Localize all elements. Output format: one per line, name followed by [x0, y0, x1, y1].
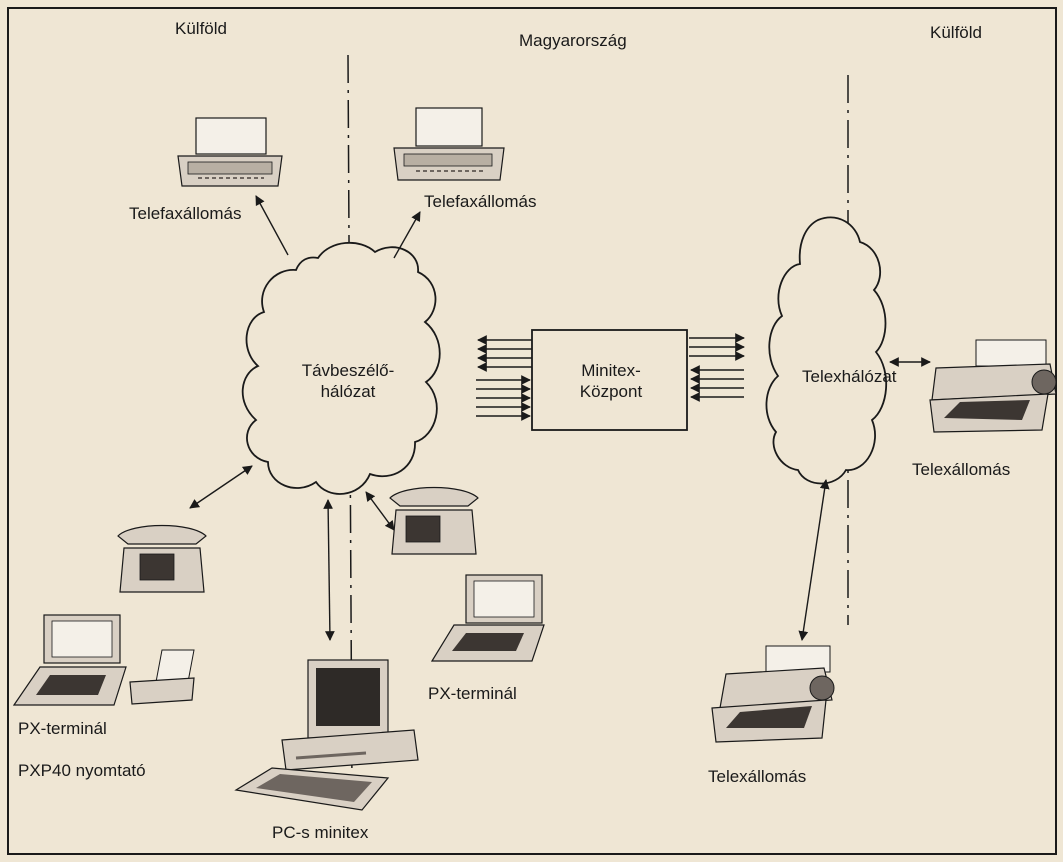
left-connection-arrows [476, 335, 532, 421]
telephone-icon [117, 524, 207, 593]
telephone-icon [389, 486, 479, 555]
teleprinter-icon [929, 339, 1057, 433]
fax-machine-icon [393, 107, 505, 181]
minitex-center-line2: Központ [579, 382, 643, 402]
laptop-terminal-icon [12, 614, 127, 706]
telex-bottom-label: Telexállomás [708, 767, 807, 786]
right-connection-arrows [689, 333, 745, 402]
telex-right-label: Telexállomás [912, 460, 1011, 479]
fax-machine-icon [177, 117, 283, 187]
desktop-pc-icon [234, 659, 419, 811]
region-label-center: Magyarország [519, 31, 627, 50]
phone-network-line2: hálózat [320, 382, 376, 402]
device-arrows [189, 195, 931, 641]
minitex-center-label: Minitex- Központ [580, 360, 642, 403]
fax-left-label: Telefaxállomás [129, 204, 242, 223]
laptop-terminal-icon [430, 574, 545, 662]
region-label-right: Külföld [930, 23, 982, 42]
phone-network-line1: Távbeszélő- [301, 361, 395, 380]
px-terminal-mid-label: PX-terminál [428, 684, 517, 703]
printer-icon [129, 649, 195, 705]
fax-mid-label: Telefaxállomás [424, 192, 537, 211]
phone-network-label: Távbeszélő- hálózat [302, 360, 395, 403]
telex-network-cloud [765, 216, 888, 485]
region-label-left: Külföld [175, 19, 227, 38]
phone-network-cloud [241, 241, 441, 495]
minitex-center-line1: Minitex- [581, 361, 641, 380]
px-terminal-left-label: PX-terminál [18, 719, 107, 738]
pc-minitex-label: PC-s minitex [272, 823, 369, 842]
pxp40-printer-label: PXP40 nyomtató [18, 761, 146, 780]
minitex-center-box [531, 329, 688, 431]
teleprinter-icon [711, 645, 835, 743]
diagram-frame [7, 7, 1057, 855]
telex-network-label: Telexhálózat [802, 367, 897, 386]
